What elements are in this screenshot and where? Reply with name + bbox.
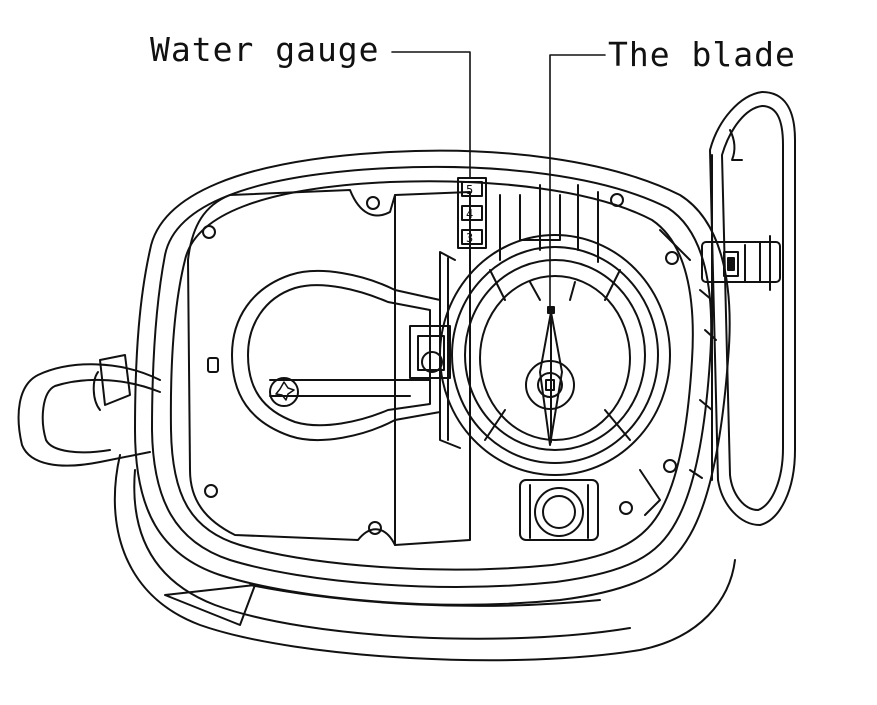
blade-leader [549, 54, 606, 311]
water-gauge: 5 4 3 [457, 177, 487, 249]
gauge-mark-5: 5 [466, 183, 473, 197]
gauge-mark-4: 4 [466, 207, 473, 221]
jar-rim [134, 149, 731, 606]
blade [525, 306, 575, 446]
handle [17, 354, 161, 467]
bottom-knob [519, 479, 599, 541]
torx-screw-icon [269, 377, 299, 407]
callout-leaders [391, 51, 606, 311]
channel [231, 269, 451, 442]
water-gauge-label: Water gauge [150, 30, 380, 69]
inner-panel [187, 189, 471, 546]
gauge-mark-3: 3 [466, 231, 473, 245]
latch-block [409, 325, 451, 379]
small-slot [207, 357, 219, 373]
jar-right-details [610, 193, 717, 516]
open-lid [709, 91, 796, 526]
water-gauge-leader [391, 51, 471, 179]
hinge-icon [701, 235, 781, 291]
blade-label: The blade [608, 35, 796, 74]
blade-cup [439, 184, 671, 476]
